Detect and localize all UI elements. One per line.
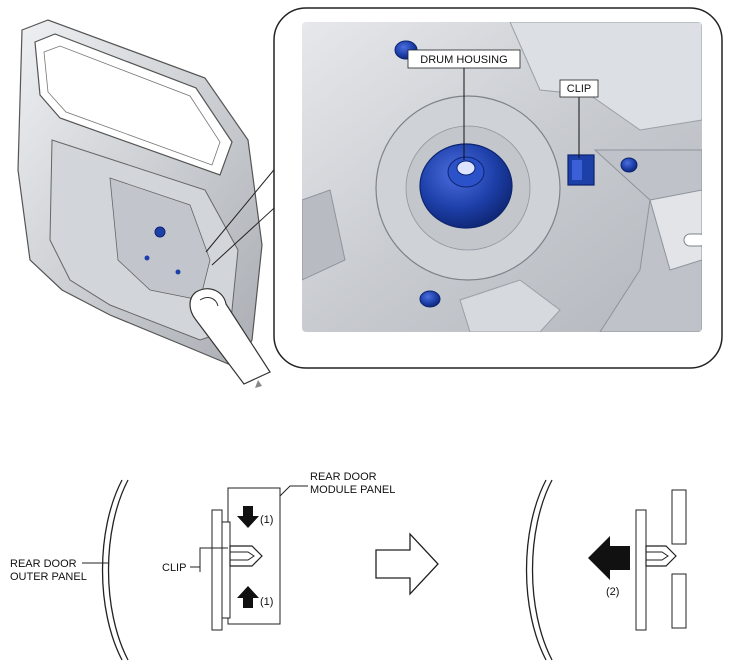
schematic-before-removal: REAR DOOR OUTER PANEL CLIP REAR DOOR MOD… bbox=[10, 471, 395, 661]
step-2-label: (2) bbox=[606, 586, 619, 598]
step-1-top-label: (1) bbox=[260, 514, 273, 526]
module-panel-label-line2: MODULE PANEL bbox=[310, 484, 395, 496]
rear-door-illustration bbox=[17, 19, 271, 388]
clip-label-inset: CLIP bbox=[567, 83, 591, 95]
inset-zoom-view: DRUM HOUSING CLIP bbox=[273, 7, 723, 369]
outer-panel-arc bbox=[107, 479, 129, 661]
inner-panel-strip bbox=[211, 509, 223, 631]
pull-arrow-left bbox=[588, 536, 630, 580]
transition-arrow bbox=[375, 532, 439, 596]
schematic-after-removal: (2) bbox=[525, 479, 687, 661]
module-panel-label-line1: REAR DOOR bbox=[310, 471, 377, 483]
step-1-bottom-label: (1) bbox=[260, 596, 273, 608]
clip-shape-removed bbox=[645, 545, 677, 567]
clip-label-schematic: CLIP bbox=[162, 562, 186, 574]
inner-panel-strip-removed bbox=[635, 509, 647, 631]
outer-panel-label-line1: REAR DOOR bbox=[10, 558, 77, 570]
press-arrow-down bbox=[237, 506, 259, 528]
clip-shape bbox=[229, 545, 263, 567]
outer-panel-label-line2: OUTER PANEL bbox=[10, 571, 87, 583]
press-arrow-up bbox=[237, 586, 259, 608]
drum-housing-label: DRUM HOUSING bbox=[420, 54, 507, 66]
